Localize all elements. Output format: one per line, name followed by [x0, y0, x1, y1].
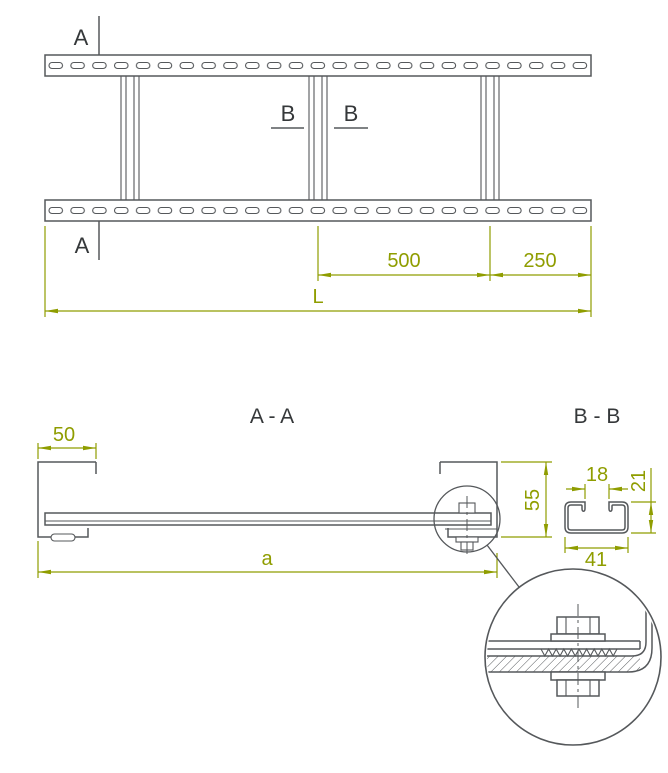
rung-1	[120, 76, 140, 200]
section-bb-view: B - B 18 21 41	[564, 405, 656, 571]
dim-500-label: 500	[387, 250, 420, 272]
detail-balloon-circle	[433, 485, 501, 553]
detail-content	[487, 592, 653, 712]
section-aa-title: A - A	[250, 405, 294, 428]
dim-50-label: 50	[53, 424, 75, 446]
dim-rung-spacing: 500	[317, 226, 491, 281]
dim-55-label: 55	[522, 489, 544, 511]
rung-side-profile	[44, 512, 492, 526]
rung-3	[480, 76, 500, 200]
section-aa-view: A - A 50 55 a	[37, 405, 552, 588]
detail-leader-line	[486, 544, 520, 588]
dim-profile-width: 41	[564, 537, 629, 571]
rail-flange-hatch	[487, 656, 640, 672]
channel-profile	[564, 501, 629, 534]
detail-circle	[484, 568, 662, 746]
detail-view	[484, 568, 662, 746]
dim-profile-height: 21	[628, 468, 656, 534]
bottom-rail	[44, 199, 592, 222]
section-mark-a-top: A	[74, 16, 100, 55]
rung-2	[308, 76, 328, 200]
left-rail-foot-slot	[50, 533, 76, 542]
dim-span: a	[37, 541, 498, 578]
rail-web-inner-line	[487, 592, 647, 657]
section-b-right-label: B	[344, 101, 359, 126]
dim-flange-width: 50	[37, 424, 97, 459]
dim-length-label: L	[312, 286, 323, 308]
dim-21-label: 21	[628, 470, 650, 492]
dim-side-height: 55	[501, 461, 552, 538]
section-b-left-label: B	[281, 101, 296, 126]
section-a-bottom-label: A	[75, 233, 90, 258]
section-mark-b: B B	[271, 101, 368, 129]
section-mark-a-bottom: A	[75, 221, 100, 260]
dim-a-label: a	[261, 548, 273, 570]
dim-41-label: 41	[585, 549, 607, 571]
section-bb-title: B - B	[574, 405, 621, 428]
section-a-top-label: A	[74, 25, 89, 50]
top-rail	[44, 54, 592, 77]
left-rail-profile	[37, 461, 96, 538]
right-rail-profile	[440, 461, 498, 538]
serrated-grip	[540, 647, 618, 658]
dim-18-label: 18	[586, 464, 608, 486]
dim-total-length: L	[44, 226, 591, 317]
dim-opening-width: 18	[566, 464, 628, 499]
plan-view: A A B B 500 250 L	[44, 16, 592, 317]
dim-250-label: 250	[523, 250, 556, 272]
dim-end-segment: 250	[490, 226, 592, 317]
rail-web-outer-line	[487, 592, 653, 673]
